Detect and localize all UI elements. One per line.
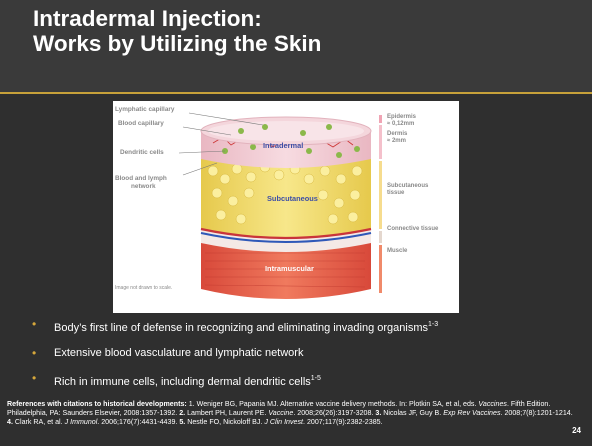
- label-subcutaneous: Subcutaneous: [267, 194, 318, 203]
- label-muscle: Muscle: [387, 248, 408, 254]
- bracket-epidermis: [379, 115, 382, 123]
- ref-text: . 2008;7(8):1201-1214.: [501, 409, 573, 417]
- ref-journal: J Clin Invest: [264, 418, 303, 426]
- label-dermis-1: Dermis: [387, 131, 408, 137]
- label-subcut-tissue-2: tissue: [387, 190, 405, 196]
- label-scale-note: Image not drawn to scale.: [115, 285, 172, 291]
- bullet-citation: 1-5: [311, 375, 321, 382]
- ref-journal: Exp Rev Vaccines: [443, 409, 500, 417]
- label-connective-tissue: Connective tissue: [387, 226, 439, 232]
- ref-journal: Vaccine: [268, 409, 293, 417]
- ref-text: . 2008;26(26):3197-3208.: [293, 409, 375, 417]
- bullet-item: • Extensive blood vasculature and lymphat…: [32, 347, 592, 360]
- bullet-dot: •: [32, 347, 36, 360]
- ref-text: . 2006;176(7):4431-4439.: [97, 418, 179, 426]
- ref-text: Clark RA, et al.: [13, 418, 65, 426]
- bracket-connective: [379, 231, 382, 243]
- bracket-subcutaneous: [379, 161, 382, 229]
- bullet-dot: •: [32, 372, 36, 385]
- ref-text: Lambert PH, Laurent PE.: [185, 409, 268, 417]
- label-blood-lymph-1: Blood and lymph: [115, 175, 167, 182]
- ref-text: 1. Weniger BG, Papania MJ. Alternative v…: [187, 400, 479, 408]
- bullet-text: Extensive blood vasculature and lymphati…: [54, 347, 303, 359]
- ref-journal: J Immunol: [65, 418, 98, 426]
- label-blood-lymph-2: network: [131, 183, 156, 190]
- label-blood-capillary: Blood capillary: [118, 120, 164, 127]
- skin-layers-figure: Lymphatic capillary Blood capillary Dend…: [113, 101, 459, 313]
- references-heading: References with citations to historical …: [7, 400, 187, 408]
- label-lymphatic-capillary: Lymphatic capillary: [115, 106, 175, 113]
- bullet-text: Rich in immune cells, including dermal d…: [54, 376, 311, 388]
- label-epidermis-1: Epidermis: [387, 114, 417, 120]
- label-dendritic-cells: Dendritic cells: [120, 149, 164, 156]
- title-line-1: Intradermal Injection:: [33, 6, 321, 31]
- references: References with citations to historical …: [7, 400, 573, 427]
- bullet-item: • Rich in immune cells, including dermal …: [32, 372, 592, 389]
- title-divider: [0, 92, 592, 94]
- epidermis-surface: [208, 121, 364, 141]
- label-subcut-tissue-1: Subcutaneous: [387, 183, 429, 189]
- ref-text: Nicolas JF, Guy B.: [381, 409, 443, 417]
- bracket-dermis: [379, 125, 382, 159]
- bracket-muscle: [379, 245, 382, 293]
- ref-journal: Vaccines: [478, 400, 507, 408]
- bullet-citation: 1-3: [428, 321, 438, 328]
- title-line-2: Works by Utilizing the Skin: [33, 31, 321, 56]
- slide-title: Intradermal Injection: Works by Utilizin…: [33, 6, 321, 56]
- bullet-dot: •: [32, 318, 36, 331]
- label-intradermal: Intradermal: [263, 141, 303, 150]
- bullet-item: • Body’s first line of defense in recogni…: [32, 318, 592, 335]
- label-intramuscular: Intramuscular: [265, 264, 314, 273]
- page-number: 24: [572, 426, 581, 435]
- title-bar: Intradermal Injection: Works by Utilizin…: [0, 0, 592, 92]
- label-dermis-2: ≈ 2mm: [387, 138, 406, 144]
- skin-cylinder-illustration: Lymphatic capillary Blood capillary Dend…: [113, 101, 459, 313]
- ref-text: Nestle FO, Nickoloff BJ.: [185, 418, 264, 426]
- bullet-text: Body’s first line of defense in recogniz…: [54, 322, 428, 334]
- bullet-list: • Body’s first line of defense in recogni…: [32, 318, 592, 401]
- label-epidermis-2: ≈ 0,12mm: [387, 121, 414, 127]
- ref-text: . 2007;117(9):2382-2385.: [303, 418, 383, 426]
